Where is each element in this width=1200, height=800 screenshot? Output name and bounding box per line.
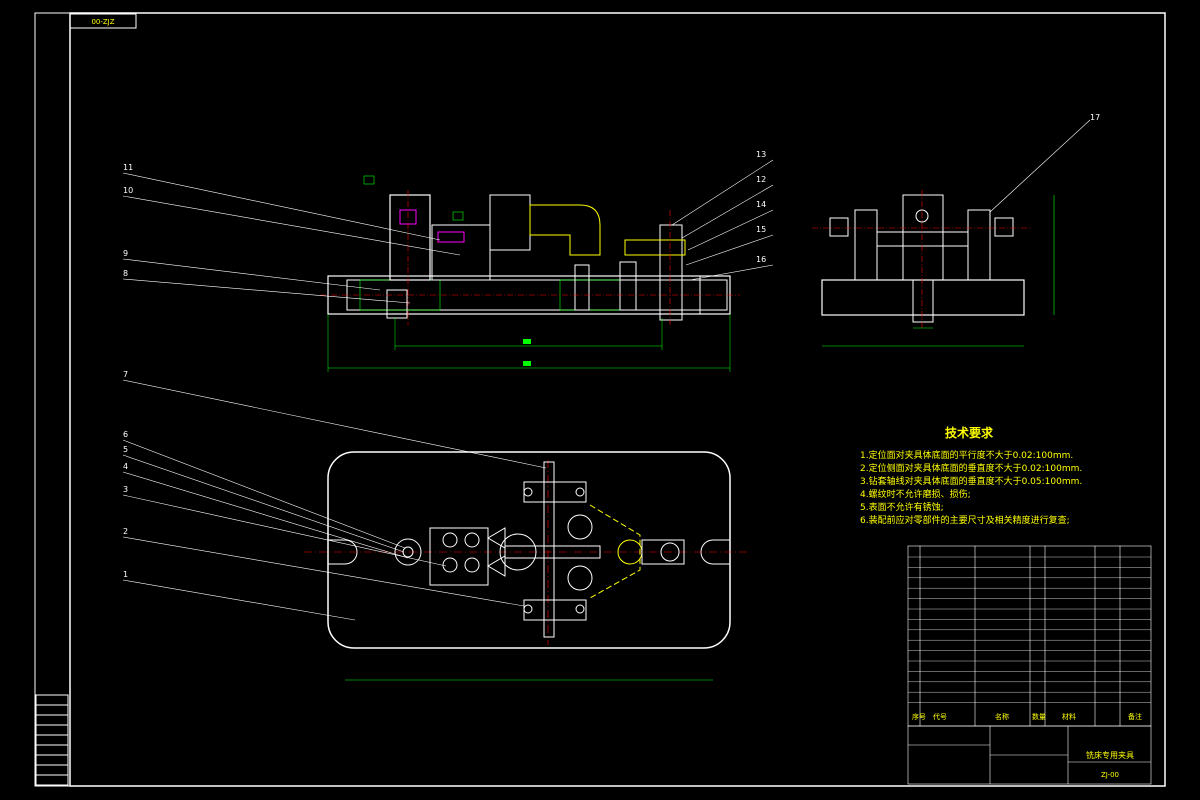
header-name: 名称 [995,712,1009,721]
tech-requirement-1: 1.定位面对夹具体底面的平行度不大于0.02:100mm. [860,449,1073,461]
leader-label-3: 3 [123,485,128,494]
leader-label-14: 14 [756,200,766,209]
header-material: 材料 [1062,712,1076,721]
side-view [812,190,1055,347]
header-code: 代号 [933,712,947,721]
leader-label-1: 1 [123,570,128,579]
title-block-title: 铣床专用夹具 [1086,750,1134,760]
leader-label-8: 8 [123,269,128,278]
leader-label-2: 2 [123,527,128,536]
leader-label-17: 17 [1090,113,1100,122]
leader-label-9: 9 [123,249,128,258]
leader-label-16: 16 [756,255,766,264]
left-margin-table [35,694,69,786]
leader-label-10: 10 [123,186,133,195]
plan-leaders [122,379,547,621]
parts-list [907,545,1152,727]
plan-view [304,451,750,681]
header-remark: 备注 [1128,712,1142,721]
tech-requirement-3: 3.钻套轴线对夹具体底面的垂直度不大于0.05:100mm. [860,475,1082,487]
outer-border [34,12,1166,787]
tech-requirement-5: 5.表面不允许有锈蚀; [860,501,944,513]
tech-requirement-2: 2.定位侧面对夹具体底面的垂直度不大于0.02:100mm. [860,462,1082,474]
title-block [907,725,1152,785]
header-no: 序号 [912,712,926,721]
drawing-number-corner: 00-ZJZ [91,18,114,26]
front-leaders [122,159,774,304]
inner-border [69,12,1166,787]
leader-label-7: 7 [123,370,128,379]
header-qty: 数量 [1032,712,1046,721]
parts-list-rows [908,556,1151,703]
tech-requirement-6: 6.装配前应对零部件的主要尺寸及相关精度进行复查; [860,514,1070,526]
tech-requirements-title: 技术要求 [945,425,994,440]
leader-label-6: 6 [123,430,128,439]
leader-label-4: 4 [123,462,128,471]
leader-label-11: 11 [123,163,133,172]
leader-label-13: 13 [756,150,766,159]
title-block-drawing-no: ZJ-00 [1101,771,1119,779]
side-leader [989,119,1091,213]
drawing-number-box [69,13,137,29]
leader-label-12: 12 [756,175,766,184]
leader-label-5: 5 [123,445,128,454]
leader-label-15: 15 [756,225,766,234]
tech-requirement-4: 4.螺纹时不允许磨损、损伤; [860,488,971,500]
front-view [320,175,740,372]
